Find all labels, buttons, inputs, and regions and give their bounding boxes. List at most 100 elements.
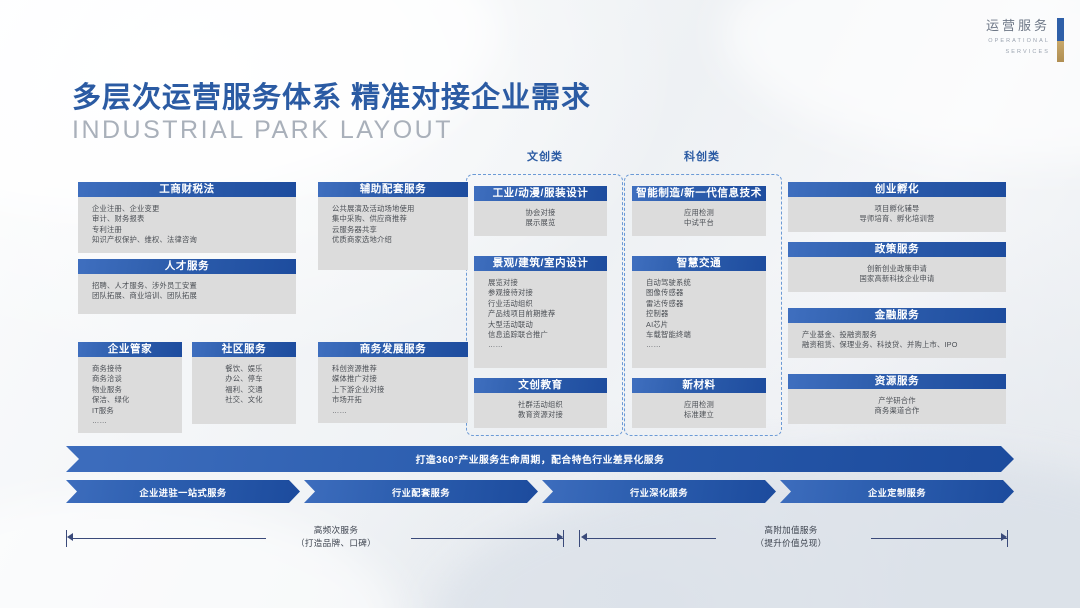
service-card-title: 创业孵化: [788, 182, 1006, 197]
service-card-body: 招聘、人才服务、涉外员工安置团队拓展、商业培训、团队拓展: [78, 274, 296, 309]
service-card[interactable]: 智能制造/新一代信息技术应用检测中试平台: [632, 186, 766, 236]
service-card-item: 融资租赁、保理业务、科技贷、并购上市、IPO: [802, 340, 958, 350]
service-card-item: 市场开拓: [332, 395, 362, 405]
service-card[interactable]: 工商财税法企业注册、企业变更审计、财务报表专利注册知识产权保护、维权、法律咨询: [78, 182, 296, 253]
measure-line-1a: [72, 538, 266, 539]
stage-row: 企业进驻一站式服务行业配套服务行业深化服务企业定制服务: [66, 480, 1014, 503]
stage-chevron[interactable]: 行业配套服务: [304, 480, 538, 503]
service-card-item: 自动驾驶系统: [646, 278, 691, 287]
measure-label-1-line2: （打造品牌、口碑）: [295, 538, 377, 548]
service-card[interactable]: 资源服务产学研合作商务渠道合作: [788, 374, 1006, 424]
measure-row: 高频次服务 （打造品牌、口碑） 高附加值服务 （提升价值兑现）: [66, 516, 1014, 562]
service-card[interactable]: 社区服务餐饮、娱乐办公、停车福利、交通社交、文化: [192, 342, 296, 424]
stage-chevron[interactable]: 行业深化服务: [542, 480, 776, 503]
service-grid: 工商财税法企业注册、企业变更审计、财务报表专利注册知识产权保护、维权、法律咨询人…: [78, 182, 1006, 434]
service-card-body: 科创资源推荐媒体推广对接上下游企业对接市场开拓……: [318, 357, 468, 423]
measure-line-1b: [411, 538, 563, 539]
service-card-body: 展览对接参观接待对接行业活动组织产品线项目前期推荐大型活动联动信息追踪联合推广……: [474, 271, 607, 358]
service-card-item: 审计、财务报表: [92, 214, 145, 224]
stage-chevron[interactable]: 企业进驻一站式服务: [66, 480, 300, 503]
service-card-item: 上下游企业对接: [332, 384, 385, 394]
service-card-item: 商务渠道合作: [874, 406, 920, 416]
service-card[interactable]: 创业孵化项目孵化辅导导师培育、孵化培训营: [788, 182, 1006, 232]
service-card[interactable]: 辅助配套服务公共展演及活动场地使用集中采购、供应商推荐云服务器共享优质商家选地介…: [318, 182, 468, 270]
service-card-body: 协会对接展示展览: [474, 201, 607, 236]
measure-label-1-line1: 高频次服务: [313, 525, 359, 535]
service-card-body: 餐饮、娱乐办公、停车福利、交通社交、文化: [192, 357, 296, 413]
service-card-body: 企业注册、企业变更审计、财务报表专利注册知识产权保护、维权、法律咨询: [78, 197, 296, 253]
service-card-title: 辅助配套服务: [318, 182, 468, 197]
service-card-item: ……: [92, 416, 107, 426]
service-card-item: 专利注册: [92, 224, 122, 234]
service-card-item: 团队拓展、商业培训、团队拓展: [92, 291, 197, 301]
service-card-item: AI芯片: [646, 319, 669, 329]
brand-logo-text: 运营服务 OPERATIONAL SERVICES: [986, 18, 1050, 56]
service-card-title: 企业管家: [78, 342, 182, 357]
service-card[interactable]: 工业/动漫/服装设计协会对接展示展览: [474, 186, 607, 236]
measure-line-2a: [586, 538, 716, 539]
service-card-item: 物业服务: [92, 384, 122, 394]
dashed-group-wenchuang: [466, 174, 623, 436]
service-card-body: 产学研合作商务渠道合作: [788, 389, 1006, 424]
service-card-item: 标准建立: [684, 410, 714, 420]
service-card-title: 智慧交通: [632, 256, 766, 271]
service-card-item: 商务洽谈: [92, 374, 122, 384]
service-card-item: 应用检测: [684, 400, 714, 409]
page-subtitle: INDUSTRIAL PARK LAYOUT: [72, 116, 453, 144]
category-label-wenchuang: 文创类: [527, 151, 563, 163]
service-card-item: IT服务: [92, 405, 114, 415]
service-card-item: 保洁、绿化: [92, 395, 130, 405]
service-card-item: 控制器: [646, 309, 669, 319]
service-card[interactable]: 政策服务创新创业政策申请国家高新科技企业申请: [788, 242, 1006, 292]
service-card-title: 人才服务: [78, 259, 296, 274]
service-card-item: 福利、交通: [225, 384, 263, 394]
measure-label-1: 高频次服务 （打造品牌、口碑）: [266, 524, 406, 550]
service-card-title: 政策服务: [788, 242, 1006, 257]
service-card[interactable]: 景观/建筑/室内设计展览对接参观接待对接行业活动组织产品线项目前期推荐大型活动联…: [474, 256, 607, 368]
service-card[interactable]: 新材料应用检测标准建立: [632, 378, 766, 428]
measure-tick-mid-2: [579, 530, 581, 547]
service-card-item: 公共展演及活动场地使用: [332, 204, 415, 213]
service-card[interactable]: 商务发展服务科创资源推荐媒体推广对接上下游企业对接市场开拓……: [318, 342, 468, 424]
service-card-item: 项目孵化辅导: [874, 204, 920, 213]
service-card-item: ……: [646, 340, 661, 350]
service-card-item: 产业基金、投融资服务: [802, 330, 877, 339]
service-card-item: ……: [488, 340, 503, 350]
service-card-title: 资源服务: [788, 374, 1006, 389]
service-card-item: 知识产权保护、维权、法律咨询: [92, 235, 197, 245]
service-card[interactable]: 人才服务招聘、人才服务、涉外员工安置团队拓展、商业培训、团队拓展: [78, 259, 296, 314]
service-card-item: 展览对接: [488, 278, 518, 287]
service-card-item: 图像传感器: [646, 288, 684, 298]
service-card-item: 企业注册、企业变更: [92, 204, 160, 213]
category-label-kechuang: 科创类: [684, 151, 720, 163]
service-card-item: 办公、停车: [225, 374, 263, 384]
service-card-item: ……: [332, 405, 347, 415]
service-card-body: 应用检测中试平台: [632, 201, 766, 236]
brand-name-en-line1: OPERATIONAL: [988, 38, 1050, 44]
measure-arrow-right-1: [557, 533, 563, 541]
service-card[interactable]: 文创教育社群活动组织教育资源对接: [474, 378, 607, 428]
service-card-body: 应用检测标准建立: [632, 393, 766, 428]
measure-arrow-left-1: [67, 533, 73, 541]
service-card-title: 景观/建筑/室内设计: [474, 256, 607, 271]
service-card-item: 集中采购、供应商推荐: [332, 214, 407, 224]
service-card[interactable]: 金融服务产业基金、投融资服务融资租赁、保理业务、科技贷、并购上市、IPO: [788, 308, 1006, 358]
service-card-item: 云服务器共享: [332, 224, 377, 234]
service-card-item: 展示展览: [525, 218, 556, 228]
service-card-item: 优质商家选地介绍: [332, 235, 392, 245]
service-card-body: 产业基金、投融资服务融资租赁、保理业务、科技贷、并购上市、IPO: [788, 323, 1006, 358]
service-card-item: 产品线项目前期推荐: [488, 309, 556, 319]
service-card-item: 参观接待对接: [488, 288, 533, 298]
service-card-title: 新材料: [632, 378, 766, 393]
service-card-title: 商务发展服务: [318, 342, 468, 357]
service-card-title: 金融服务: [788, 308, 1006, 323]
service-card-title: 工商财税法: [78, 182, 296, 197]
measure-label-2: 高附加值服务 （提升价值兑现）: [716, 524, 866, 550]
service-card-title: 社区服务: [192, 342, 296, 357]
stage-chevron[interactable]: 企业定制服务: [780, 480, 1014, 503]
brand-name-en-line2: SERVICES: [1005, 49, 1050, 55]
